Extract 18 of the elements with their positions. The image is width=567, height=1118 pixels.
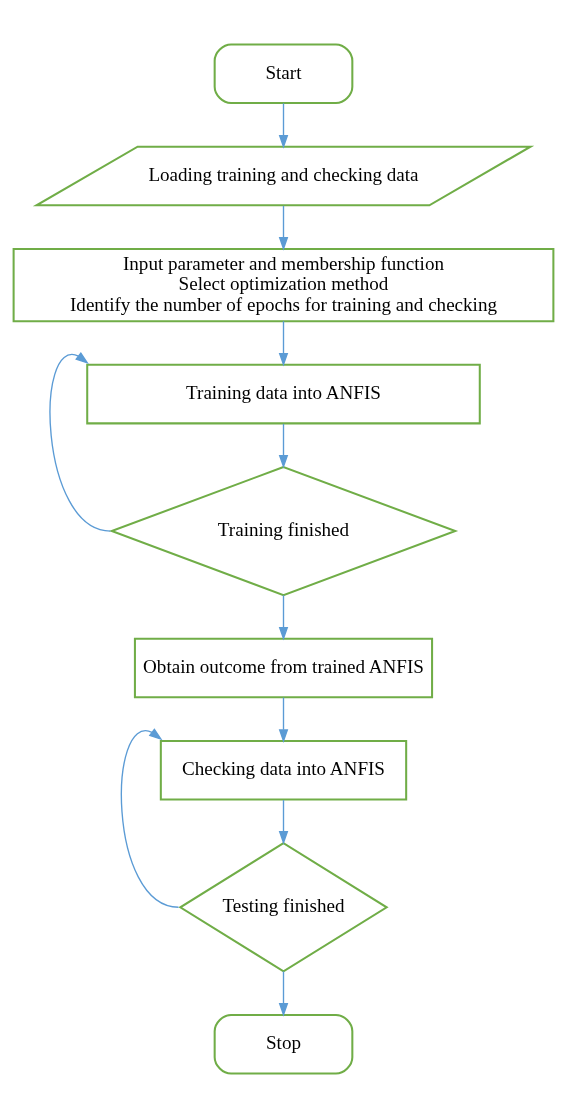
arrow — [120, 728, 180, 908]
arrow — [278, 102, 289, 149]
node-box: Start — [213, 43, 354, 105]
node-box: Training data into ANFIS — [86, 363, 481, 425]
arrow — [278, 423, 289, 469]
node-diamond: Testing finished — [178, 842, 389, 973]
arrow — [278, 594, 289, 641]
arrow — [278, 970, 289, 1017]
node-box: Obtain outcome from trained ANFIS — [133, 637, 434, 699]
node-diamond: Training finished — [108, 465, 459, 597]
node-box: Checking data into ANFIS — [159, 739, 408, 801]
arrow — [278, 696, 289, 743]
arrow — [278, 799, 289, 845]
node-box: Input parameter and membership function Select optimization method Identify the number of epochs for training and checking — [12, 247, 555, 323]
node-box: Stop — [213, 1013, 354, 1075]
arrow — [49, 351, 112, 532]
arrow — [278, 205, 289, 251]
arrow — [278, 320, 289, 367]
